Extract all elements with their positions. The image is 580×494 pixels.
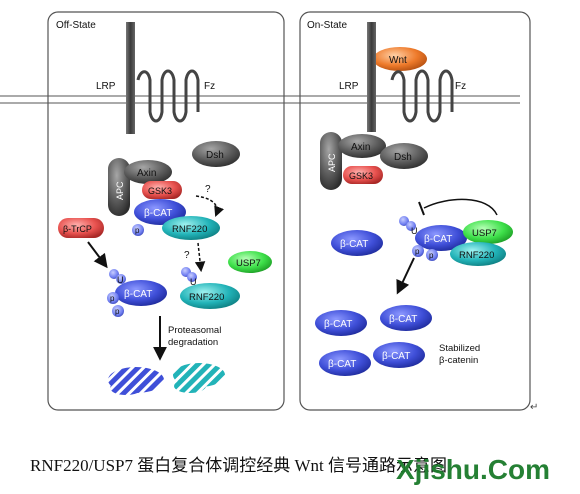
svg-text:p: p [135, 226, 140, 235]
on-stable-bcat-3: β-CAT [319, 350, 371, 376]
off-axin: Axin [124, 160, 172, 184]
on-usp7: USP7 [463, 220, 513, 244]
off-lrp-receptor [126, 22, 135, 134]
on-stabilized-label-1: Stabilized [439, 343, 480, 354]
off-dsh: Dsh [192, 141, 240, 167]
svg-text:APC: APC [327, 153, 337, 172]
on-state-frame [299, 11, 531, 411]
off-degradation-label-1: Proteasomal [168, 325, 221, 336]
on-fz-receptor [390, 69, 454, 123]
svg-text:APC: APC [115, 181, 125, 200]
cell-membrane [0, 95, 520, 104]
on-gsk3: GSK3 [343, 166, 383, 184]
on-state-title: On-State [307, 20, 347, 31]
on-inhibition-bar [418, 201, 425, 216]
svg-text:β-TrCP: β-TrCP [63, 224, 92, 234]
on-dsh: Dsh [380, 143, 428, 169]
svg-text:Dsh: Dsh [394, 152, 412, 163]
on-ub-bcat-complex: U β-CAT p p [399, 216, 467, 261]
site-watermark: Xjishu.Com [395, 454, 550, 485]
svg-text:β-CAT: β-CAT [382, 351, 410, 362]
on-apc: APC [320, 132, 342, 190]
svg-text:RNF220: RNF220 [189, 292, 224, 303]
off-gsk3: GSK3 [142, 181, 182, 199]
off-question-2: ? [184, 250, 190, 261]
svg-text:RNF220: RNF220 [459, 250, 494, 261]
svg-text:p: p [110, 294, 115, 303]
on-inhibition-line [423, 198, 498, 216]
off-btrcp-arrow [87, 241, 108, 269]
caption-text: RNF220/USP7 蛋白复合体调控经典 Wnt 信号通路示意图 [30, 456, 447, 475]
off-degradation-label-2: degradation [168, 337, 218, 348]
svg-text:Dsh: Dsh [206, 150, 224, 161]
off-ub-rnf220: U RNF220 [180, 267, 240, 309]
svg-text:RNF220: RNF220 [172, 224, 207, 235]
off-dashed-arrow-2 [194, 242, 206, 273]
off-lrp-label: LRP [96, 81, 116, 92]
svg-text:U: U [117, 275, 124, 285]
on-fz-label: Fz [455, 81, 466, 92]
on-axin: Axin [338, 134, 386, 158]
svg-text:β-CAT: β-CAT [124, 289, 152, 300]
svg-text:β-CAT: β-CAT [389, 314, 417, 325]
svg-text:Axin: Axin [137, 168, 156, 179]
svg-text:p: p [429, 251, 434, 260]
off-ub-bcat: U β-CAT p p [107, 269, 167, 317]
on-stable-bcat-2: β-CAT [380, 305, 432, 331]
svg-text:β-CAT: β-CAT [328, 359, 356, 370]
svg-text:Axin: Axin [351, 142, 370, 153]
svg-text:p: p [115, 307, 120, 316]
svg-text:U: U [411, 226, 418, 236]
on-stabilized-label-2: β-catenin [439, 355, 478, 366]
svg-text:U: U [190, 277, 197, 287]
svg-text:β-CAT: β-CAT [424, 234, 452, 245]
on-stable-bcat-1: β-CAT [315, 310, 367, 336]
off-btrcp: β-TrCP [58, 218, 104, 238]
off-rnf220-complex: RNF220 [162, 216, 220, 240]
svg-text:USP7: USP7 [472, 228, 497, 239]
on-free-bcat: β-CAT [331, 230, 383, 256]
off-dashed-arrow-1 [195, 195, 224, 217]
on-lrp-label: LRP [339, 81, 359, 92]
off-usp7: USP7 [228, 251, 272, 273]
off-degraded-rnf220 [173, 363, 225, 393]
on-lrp-receptor [367, 22, 376, 132]
figure-caption: RNF220/USP7 蛋白复合体调控经典 Wnt 信号通路示意图 [0, 448, 580, 478]
off-question-1: ? [205, 184, 211, 195]
on-rnf220: RNF220 [450, 242, 506, 266]
off-bcat-complex: β-CAT p [132, 199, 186, 236]
off-degraded-bcat [108, 367, 164, 395]
svg-text:USP7: USP7 [236, 258, 261, 269]
off-fz-label: Fz [204, 81, 215, 92]
off-state-title: Off-State [56, 20, 96, 31]
svg-text:β-CAT: β-CAT [324, 319, 352, 330]
on-stabilize-arrow [396, 257, 415, 295]
svg-text:GSK3: GSK3 [349, 171, 373, 181]
paragraph-mark: ↵ [530, 402, 539, 413]
svg-text:β-CAT: β-CAT [144, 208, 172, 219]
on-stable-bcat-4: β-CAT [373, 342, 425, 368]
svg-text:β-CAT: β-CAT [340, 239, 368, 250]
svg-text:GSK3: GSK3 [148, 186, 172, 196]
on-state-panel: On-State [299, 11, 531, 411]
svg-text:Wnt: Wnt [389, 55, 407, 66]
svg-text:p: p [415, 247, 420, 256]
off-fz-receptor [136, 69, 200, 123]
on-wnt: Wnt [373, 47, 427, 71]
